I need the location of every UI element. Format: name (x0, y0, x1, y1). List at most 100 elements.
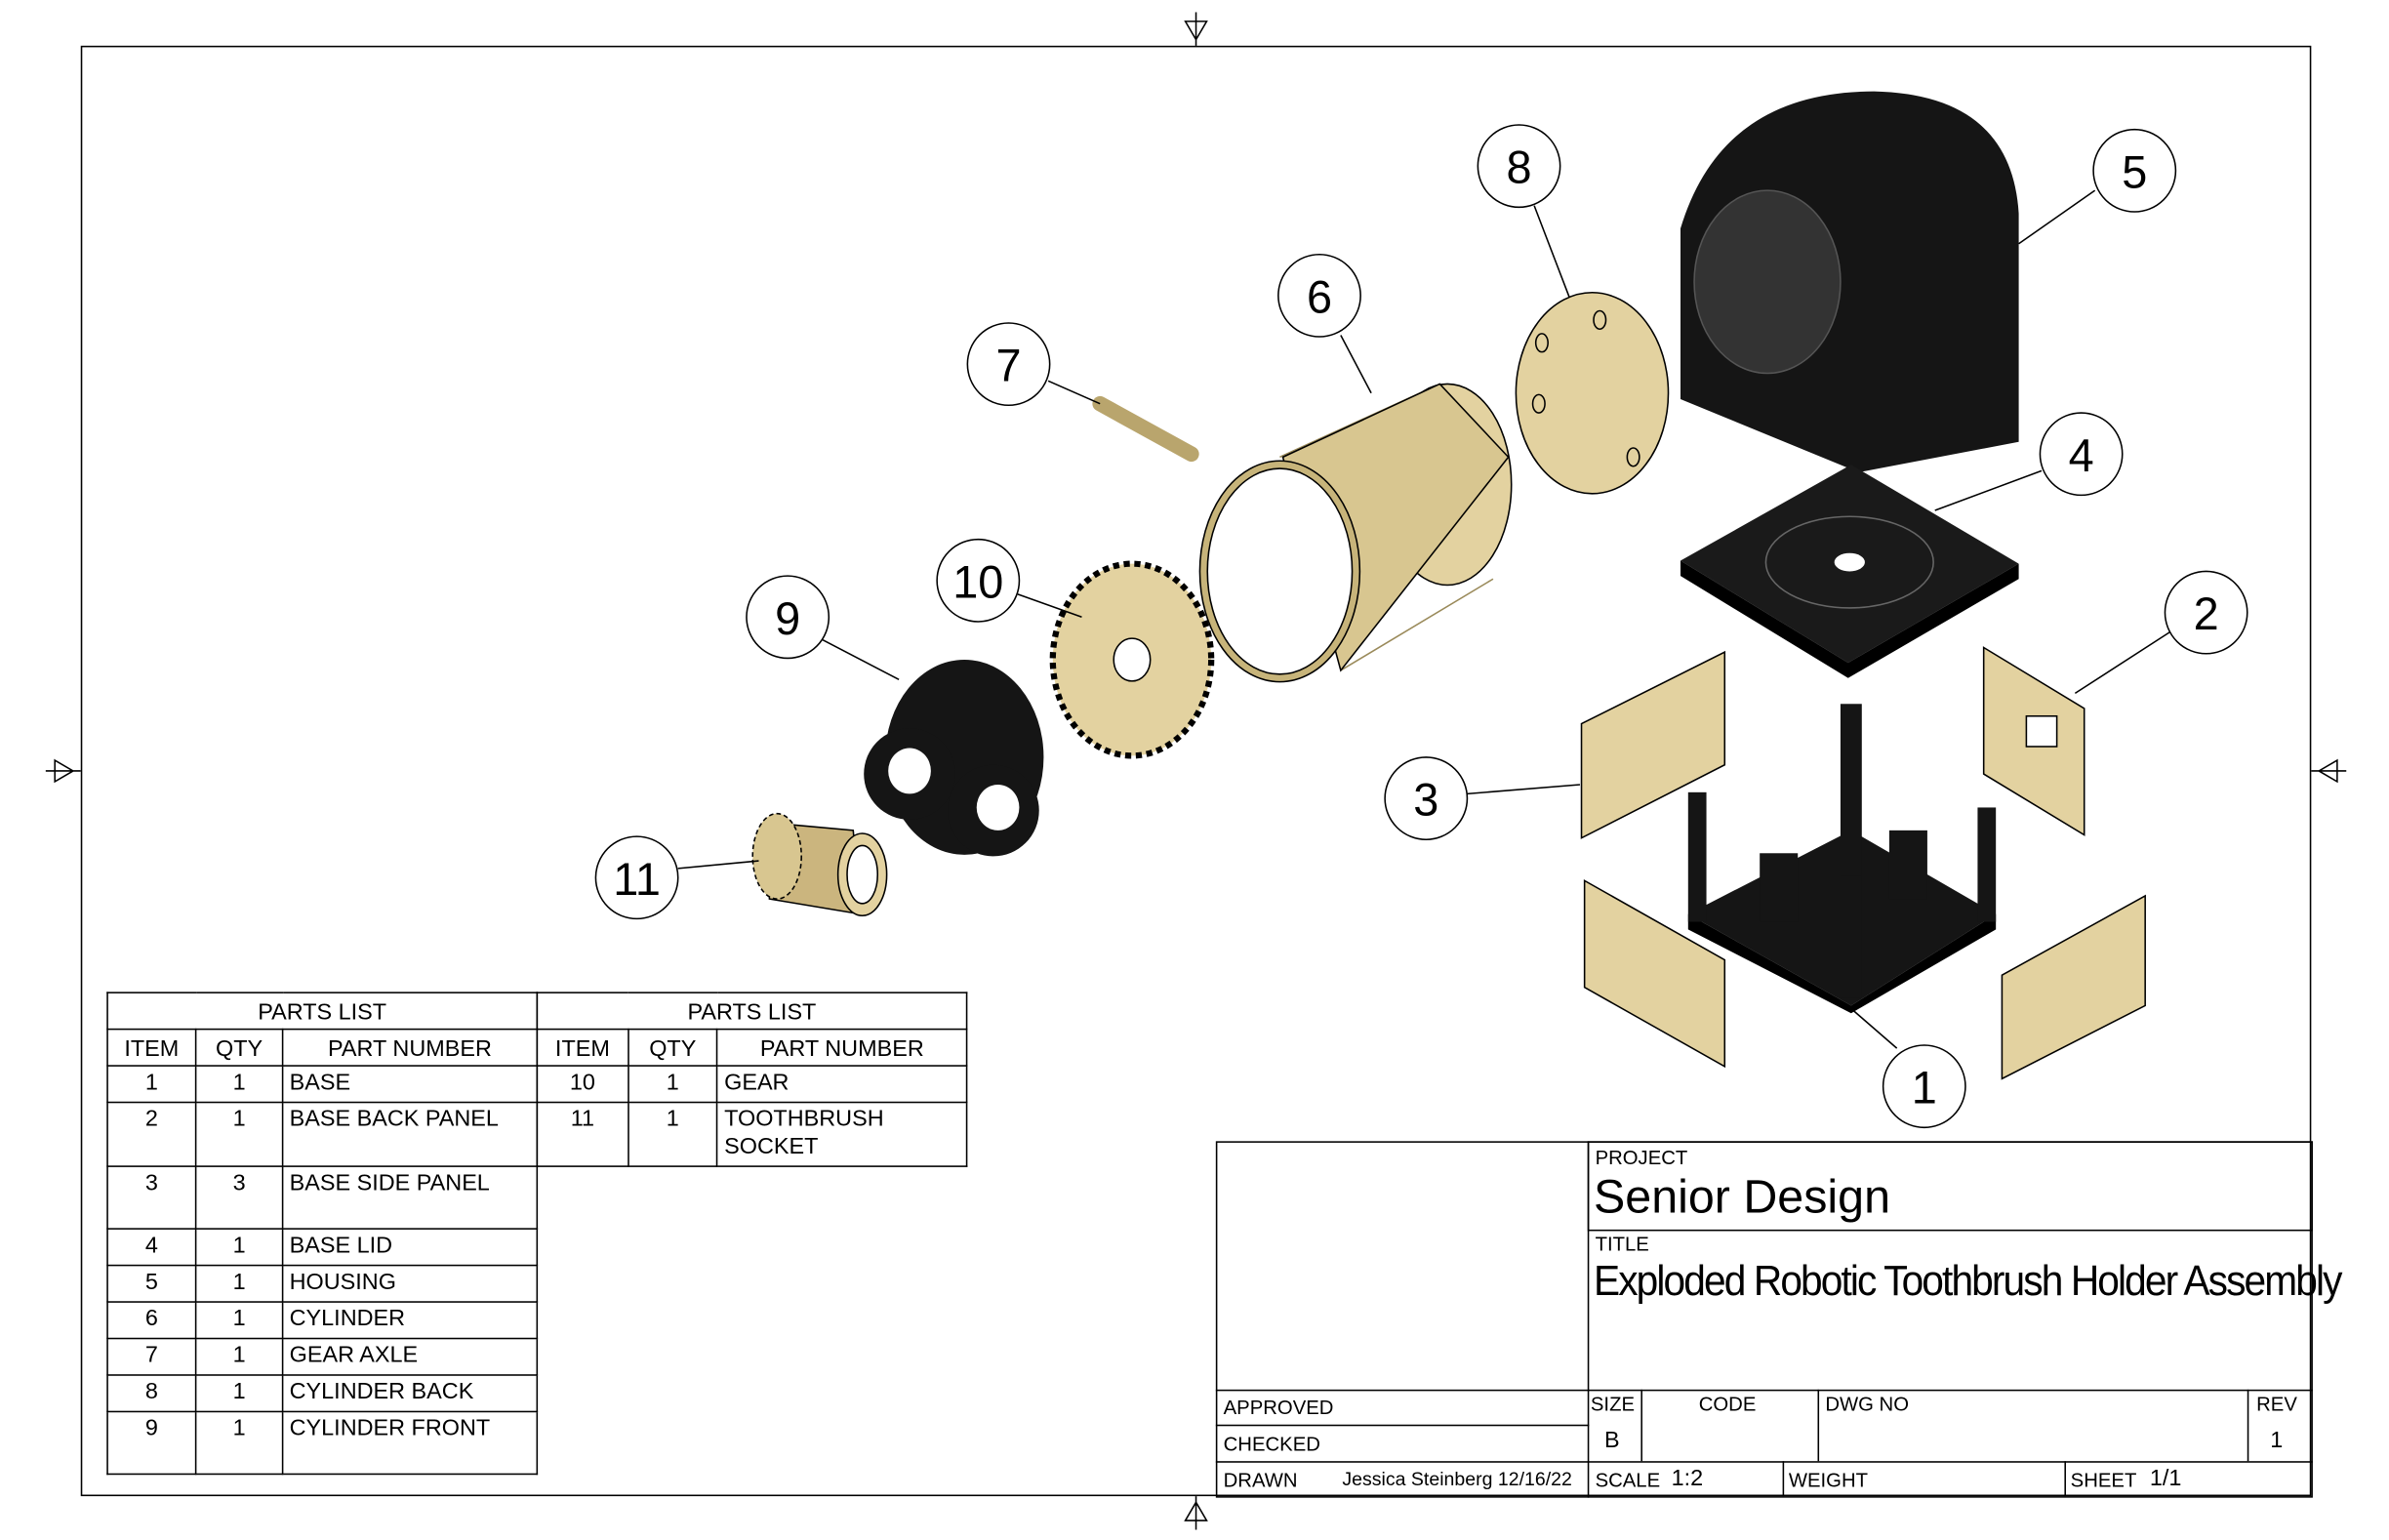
col-qty: QTY (194, 1028, 284, 1067)
title-label: TITLE (1595, 1233, 1649, 1256)
leader-lines (677, 189, 2170, 1049)
divider (2064, 1461, 2066, 1497)
balloon-2 (2164, 570, 2248, 655)
balloons (594, 124, 2248, 1129)
qty: 1 (627, 1065, 718, 1104)
part-base-lid (1680, 465, 2019, 678)
qty: 1 (194, 1101, 284, 1167)
part-toothbrush-socket (751, 812, 888, 917)
balloon-labels: 1 2 3 4 5 6 7 8 9 10 11 (613, 142, 2218, 1114)
balloon-label-9: 9 (775, 593, 800, 644)
scale-value: 1:2 (1671, 1465, 1704, 1492)
divider (2247, 1389, 2249, 1462)
weight-label: WEIGHT (1788, 1468, 1869, 1492)
center-mark-right (2311, 758, 2347, 784)
divider (1782, 1461, 1785, 1497)
side-panel-1 (1580, 650, 1726, 839)
approved-label: APPROVED (1223, 1396, 1334, 1419)
size-value: B (1603, 1427, 1620, 1454)
part: BASE BACK PANEL (281, 1101, 539, 1167)
sheet-value: 1/1 (2149, 1465, 2182, 1492)
part: CYLINDER FRONT (281, 1410, 539, 1476)
balloon-10 (936, 538, 1021, 623)
qty: 1 (194, 1065, 284, 1104)
qty: 1 (194, 1228, 284, 1267)
center-mark-left (45, 758, 81, 784)
item: 1 (106, 1065, 197, 1104)
divider (1587, 1141, 1590, 1498)
drawing-title: Exploded Robotic Toothbrush Holder Assem… (1594, 1256, 2342, 1305)
balloon-label-7: 7 (995, 341, 1021, 391)
side-panel-3 (2001, 894, 2146, 1080)
balloon-9 (746, 575, 830, 660)
center-mark-bottom (1184, 1496, 1208, 1530)
part: GEAR AXLE (281, 1337, 539, 1376)
part: HOUSING (281, 1264, 539, 1303)
qty: 1 (627, 1101, 718, 1167)
code-label: CODE (1698, 1392, 1757, 1416)
part: TOOTHBRUSH SOCKET (716, 1101, 968, 1167)
qty: 1 (194, 1301, 284, 1340)
divider (1215, 1461, 2313, 1463)
item: 7 (106, 1337, 197, 1376)
drawn-label: DRAWN (1223, 1468, 1298, 1492)
part: CYLINDER (281, 1301, 539, 1340)
balloon-label-2: 2 (2194, 588, 2219, 639)
part-gear (1049, 560, 1215, 759)
item: 9 (106, 1410, 197, 1476)
qty: 1 (194, 1410, 284, 1476)
divider (1817, 1389, 1820, 1462)
qty: 1 (194, 1264, 284, 1303)
balloon-label-3: 3 (1413, 775, 1438, 826)
balloon-7 (966, 322, 1051, 407)
item: 8 (106, 1374, 197, 1413)
sheet-label: SHEET (2070, 1468, 2137, 1492)
sheet-border (80, 45, 2312, 1497)
balloon-label-8: 8 (1506, 142, 1531, 193)
part-gear-axle (1092, 395, 1199, 463)
qty: 1 (194, 1337, 284, 1376)
col-qty: QTY (627, 1028, 718, 1067)
part: BASE (281, 1065, 539, 1104)
balloon-label-10: 10 (952, 556, 1003, 607)
col-part-number: PART NUMBER (716, 1028, 968, 1067)
item: 10 (536, 1065, 629, 1104)
balloon-8 (1477, 124, 1561, 209)
balloon-4 (2039, 412, 2124, 497)
part-side-panels (1580, 646, 2146, 1080)
divider (1215, 1424, 1590, 1427)
part-cylinder-back (1515, 291, 1670, 495)
balloon-label-5: 5 (2122, 146, 2147, 197)
balloon-6 (1277, 253, 1361, 338)
part-cylinder (1198, 383, 1513, 683)
divider (1215, 1389, 2313, 1392)
col-item: ITEM (106, 1028, 197, 1067)
balloon-label-11: 11 (613, 854, 661, 905)
balloon-1 (1882, 1044, 1966, 1129)
drawn-by: Jessica Steinberg 12/16/22 (1342, 1468, 1572, 1490)
rev-label: REV (2256, 1392, 2297, 1416)
item: 5 (106, 1264, 197, 1303)
center-marks (45, 12, 2347, 1530)
balloon-11 (594, 835, 679, 920)
item: 2 (106, 1101, 197, 1167)
center-mark-top (1184, 12, 1208, 46)
balloon-label-6: 6 (1307, 271, 1332, 322)
dwg-no-label: DWG NO (1825, 1392, 1910, 1416)
parts-list-title: PARTS LIST (106, 992, 539, 1031)
project-label: PROJECT (1595, 1146, 1688, 1169)
item: 11 (536, 1101, 629, 1167)
item: 3 (106, 1165, 197, 1230)
part-base (1687, 704, 1997, 1014)
